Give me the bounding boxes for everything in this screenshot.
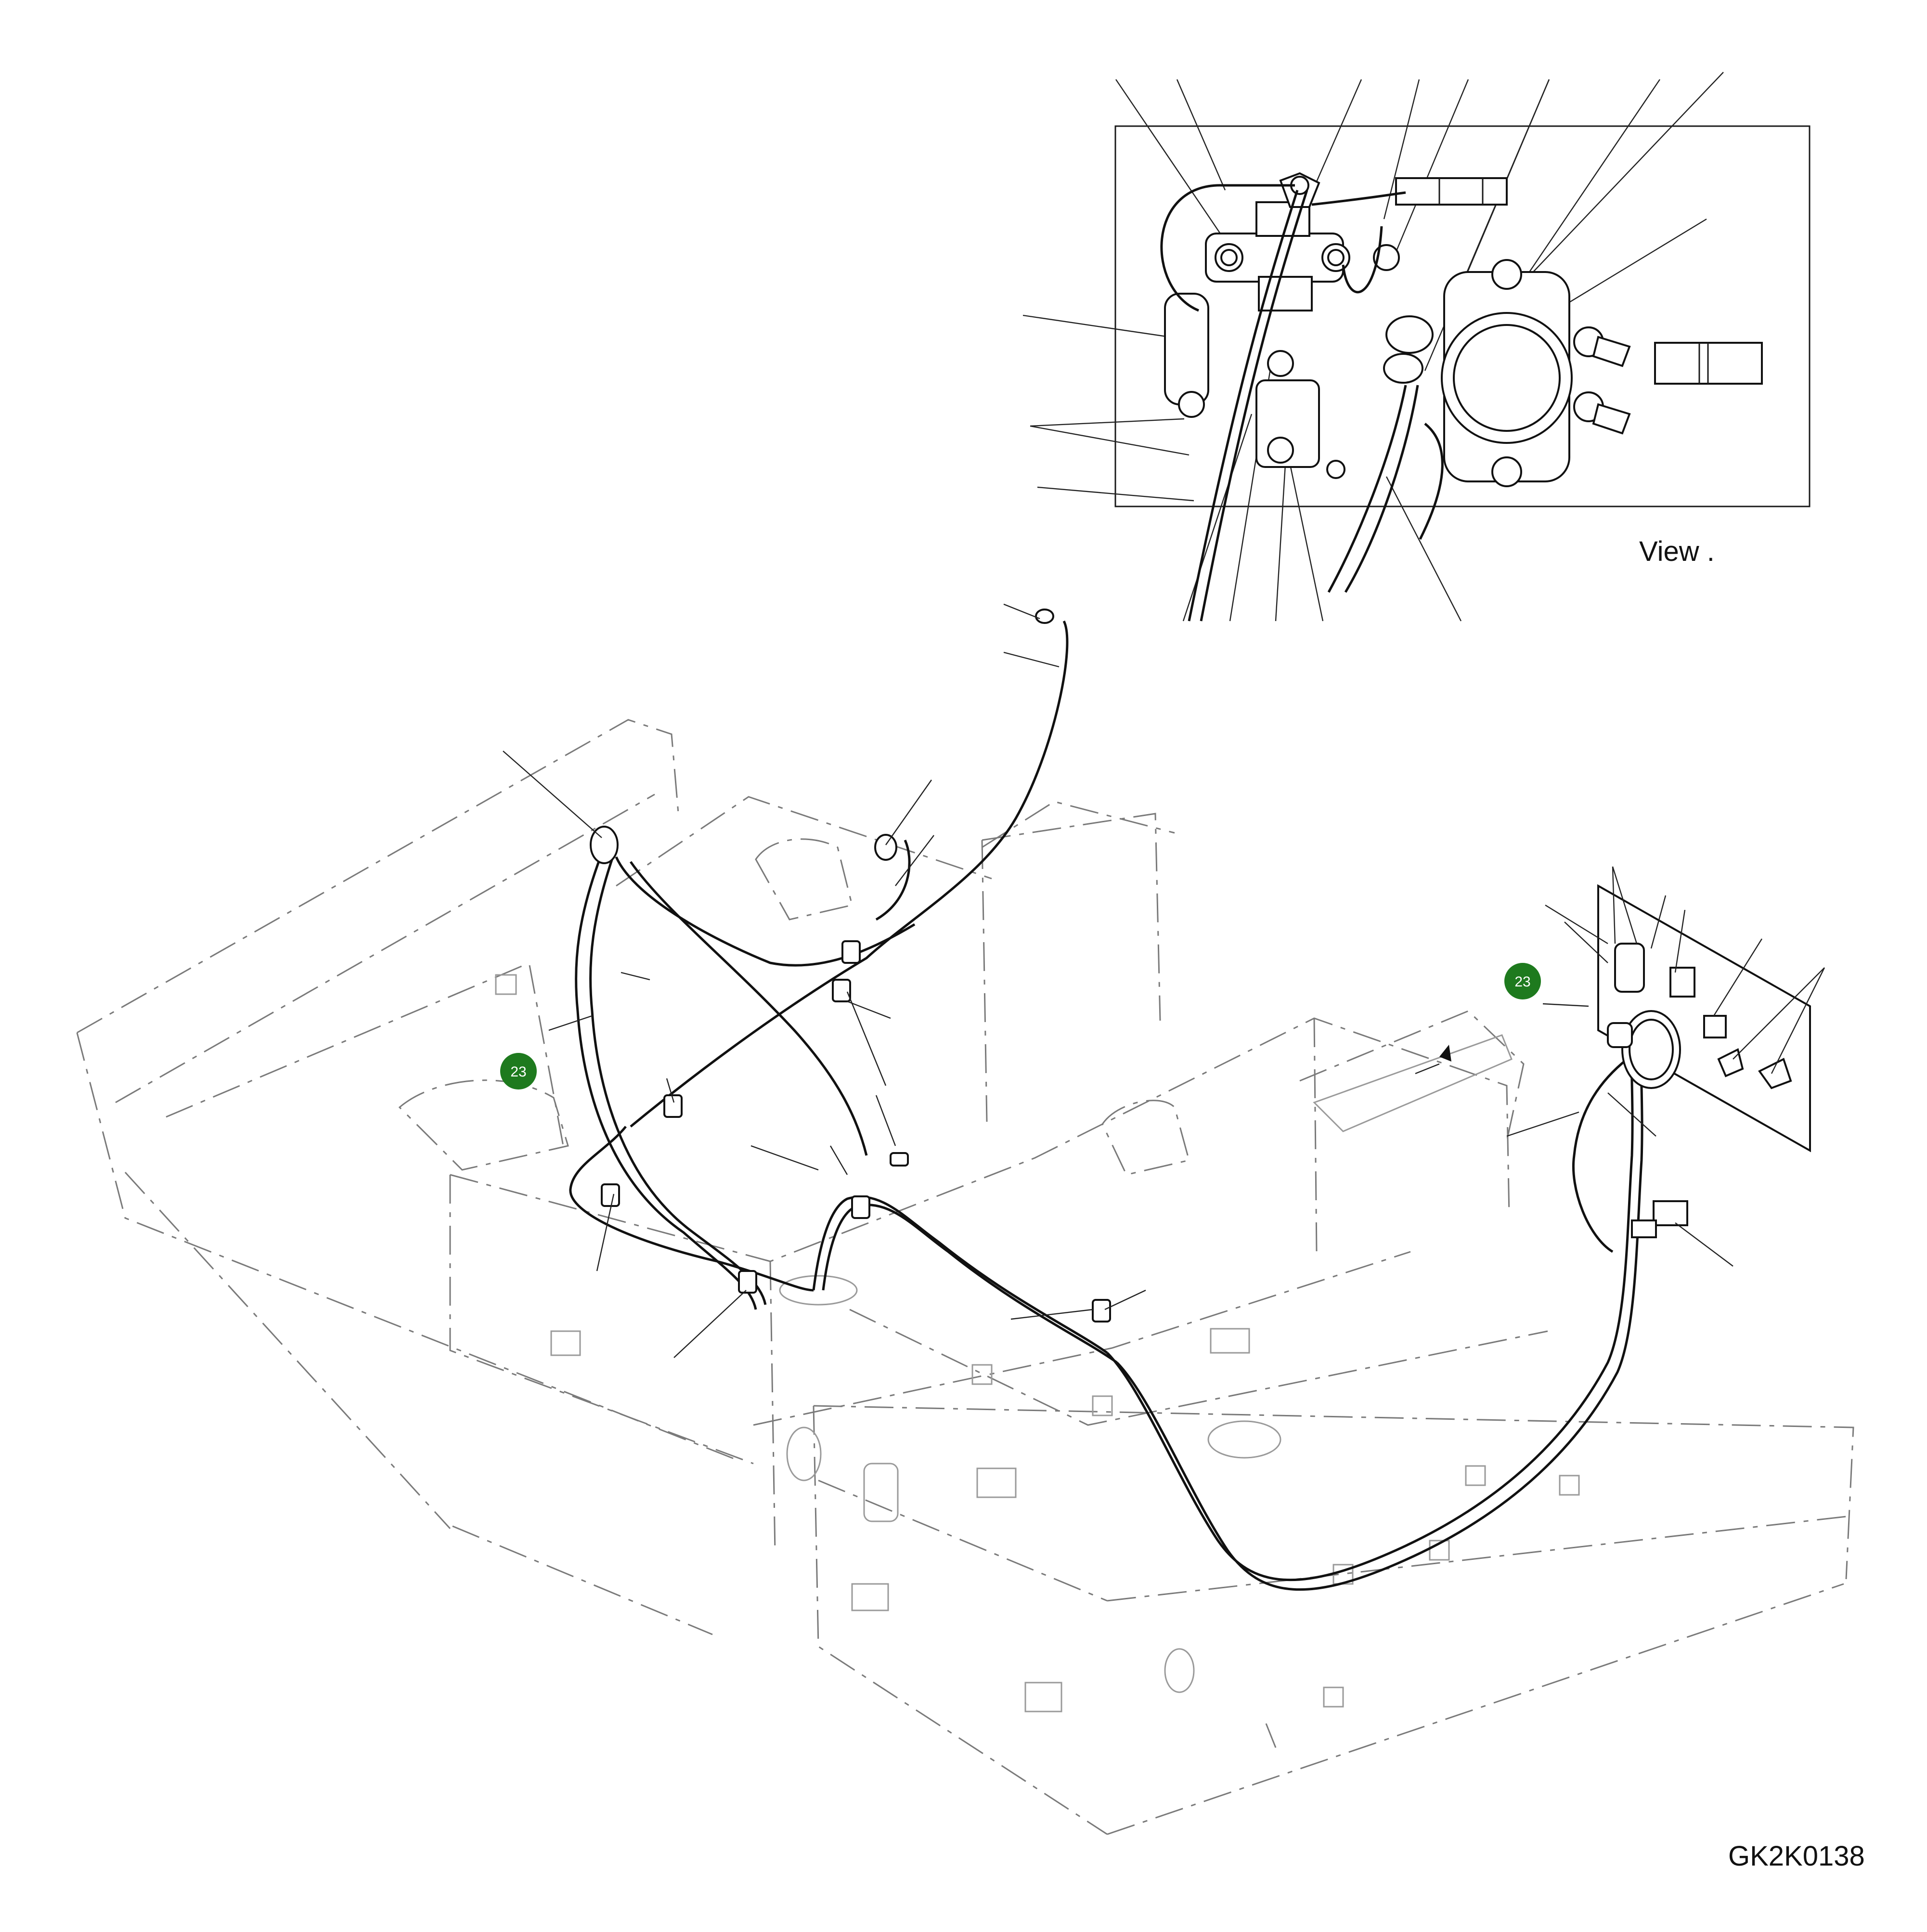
bolt-head-icon [1491,456,1522,487]
view-label: View . [1639,536,1715,567]
detail-connector [1188,172,1508,622]
callout-left-label: 23 [510,1064,526,1080]
mount-blocks [495,974,1580,1712]
bolt-head-icon [1491,259,1522,290]
detail-solenoid-valve [1327,259,1763,593]
wire-harness [569,620,1648,1591]
bolt-head-icon [1373,244,1400,271]
detail-leaders-bottom [1182,365,1462,622]
bolt-head-icon [1267,437,1294,464]
bolt-head-icon [1267,350,1294,377]
detail-view: View . [1022,72,1811,622]
detail-bracket [1205,201,1400,311]
detail-view-frame [1114,125,1811,507]
machine-frame [76,719,1854,1835]
detail-leaders-left [1022,314,1194,502]
callout-right-label: 23 [1514,974,1530,990]
detail-harness-loop [1160,184,1295,312]
drawing-number: GK2K0138 [1728,1841,1865,1872]
main-leaders [503,603,1825,1358]
callout-right: 23 [1504,963,1541,999]
view-direction-arrow-icon [1415,1045,1451,1075]
harness-clips [590,609,1111,1323]
detail-relay-left [1164,293,1345,479]
callout-left: 23 [500,1053,537,1089]
